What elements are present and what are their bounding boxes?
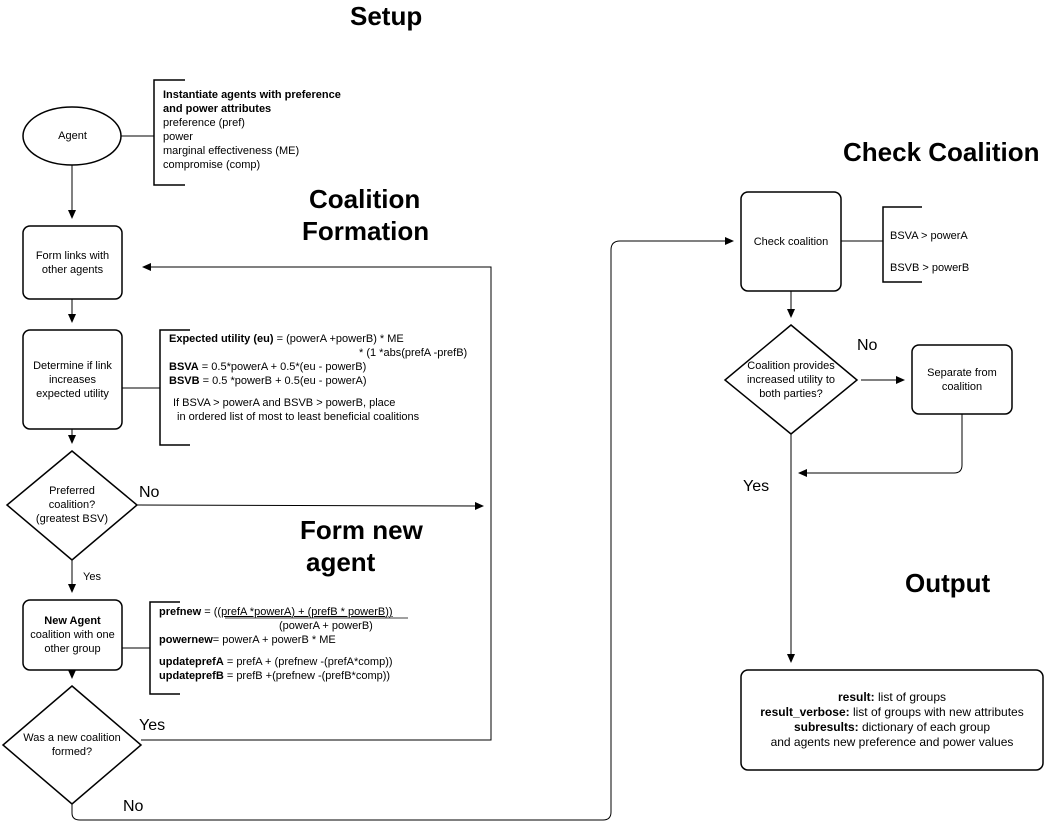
updateprefb-label: updateprefB [159,670,224,682]
setup-note-title-1: Instantiate agents with preference [163,89,341,101]
form-links-label-1: Form links with [35,249,110,262]
newagent-note: prefnew = ((prefA *powerA) + (prefB * po… [159,605,393,683]
no-to-check-coalition-arrow [71,237,734,821]
new-coalition-label-2: formed? [51,746,93,758]
separate-node: Separate from coalition [912,345,1012,414]
result-text: list of groups [874,690,947,704]
eu-expression-2: * (1 *abs(prefA -prefB) [359,347,468,359]
setup-note-item: preference (pref) [163,117,245,129]
bsva-label: BSVA [169,361,199,373]
separate-label-2: coalition [941,380,983,393]
prefnew-num-a: prefA *powerA [221,606,292,618]
check-note-line-1: BSVA > powerA [890,230,968,242]
preferred-yes-label: Yes [83,571,101,583]
updateprefb-expression: = prefB +(prefnew -(prefB*comp)) [223,670,391,682]
output-box-shape [740,669,1044,771]
check-note-line-2: BSVB > powerB [890,262,970,274]
preferred-label-3: (greatest BSV) [35,513,109,525]
utility-rule-1: If BSVA > powerA and BSVB > powerB, plac… [173,397,396,409]
utility-label-3: both parties? [759,388,823,400]
subresults-text-2: and agents new preference and power valu… [770,735,1014,749]
form-links-node: Form links with other agents [23,226,122,299]
setup-note-bracket [153,79,185,186]
preferred-no-arrow [136,501,484,510]
bsvb-expression: = 0.5 *powerB + 0.5(eu - powerA) [199,375,367,387]
prefnew-denominator: (powerA + powerB) [279,620,373,632]
new-agent-label-1: coalition with one [30,629,115,641]
subresults-label: subresults: [793,720,859,734]
check-coalition-heading: Check Coalition [843,137,1040,167]
result-verbose-label: result_verbose: [760,705,850,719]
output-box: result: list of groups result_verbose: l… [741,690,1043,750]
prefnew-end: )) [385,606,393,618]
loop-back-arrow [141,263,492,741]
utility-yes-label: Yes [743,478,770,495]
powernew-expression: = powerA + powerB * ME [212,634,336,646]
eu-expression: = (powerA +powerB) * ME [273,333,404,345]
preferred-decision: Preferred coalition? (greatest BSV) [20,475,124,535]
preferred-label-2: coalition? [48,499,96,511]
bsva-expression: = 0.5*powerA + 0.5*(eu - powerB) [198,361,367,373]
new-agent-label-2: other group [44,643,101,655]
setup-note-item: power [163,131,193,143]
agent-label: Agent [58,130,87,142]
new-agent-title: New Agent [44,615,101,627]
form-new-agent-heading-line2: agent [306,547,376,577]
updateprefa-expression: = prefA + (prefnew -(prefA*comp)) [223,656,393,668]
determine-node: Determine if link increases expected uti… [23,330,122,429]
utility-no-label: No [857,337,878,354]
new-coalition-yes-label: Yes [139,717,166,734]
prefnew-mid: ) + ( [291,606,312,618]
utility-decision: Coalition provides increased utility to … [731,357,851,403]
check-note-bracket [882,206,922,283]
determine-label-1: Determine if link [33,359,112,372]
coalition-formation-heading-line1: Coalition [309,184,421,214]
determine-label-2: increases [48,373,97,386]
coalition-formation-heading-line2: Formation [302,216,430,246]
new-coalition-no-label: No [123,798,144,815]
new-coalition-decision: Was a new coalition formed? [8,724,136,766]
setup-note: Instantiate agents with preference and p… [163,88,341,172]
utility-rule-2: in ordered list of most to least benefic… [177,411,420,423]
utility-label-2: increased utility to [746,374,836,386]
new-coalition-label-1: Was a new coalition [23,732,121,744]
prefnew-num-b: prefB * powerB [311,606,386,618]
output-heading: Output [905,568,991,598]
separate-return-arrow [798,414,963,477]
utility-note: Expected utility (eu) = (powerA +powerB)… [169,332,467,424]
preferred-label-1: Preferred [49,485,95,497]
eu-label: Expected utility (eu) [169,333,274,345]
determine-label-3: expected utility [36,387,109,400]
form-links-label-2: other agents [41,263,104,276]
prefnew-label: prefnew [159,606,202,618]
bsvb-label: BSVB [169,375,200,387]
result-verbose-text: list of groups with new attributes [849,705,1024,719]
setup-note-title-2: and power attributes [163,103,272,115]
check-coalition-label: Check coalition [753,235,829,248]
agent-node: Agent [23,107,122,165]
result-label: result: [837,690,875,704]
setup-note-item: compromise (comp) [163,159,261,171]
prefnew-eq: = (( [201,606,222,618]
setup-heading: Setup [350,1,423,31]
form-new-agent-heading-line1: Form new [300,515,423,545]
powernew-label: powernew [159,634,213,646]
updateprefa-label: updateprefA [159,656,224,668]
preferred-no-label: No [139,484,160,501]
subresults-text: dictionary of each group [858,720,991,734]
new-agent-node: New Agent coalition with one other group [23,600,122,670]
utility-label-1: Coalition provides [747,360,835,372]
separate-label-1: Separate from [927,366,997,379]
setup-note-item: marginal effectiveness (ME) [163,145,300,157]
check-coalition-node: Check coalition [741,192,841,291]
